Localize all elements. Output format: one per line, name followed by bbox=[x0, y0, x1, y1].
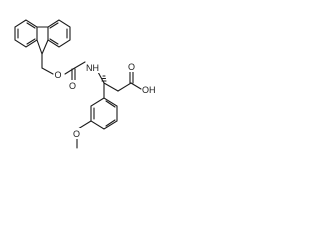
cooh-to-oh-bond bbox=[130, 82, 142, 90]
fluorene-left-ring-double-3 bbox=[26, 38, 36, 45]
fluorenyl-group bbox=[14, 19, 71, 55]
fluorene-left-ring-double-2 bbox=[26, 22, 36, 29]
fluorene-5ring-bond-right bbox=[41, 39, 49, 55]
fluorene-right-ring-double-2 bbox=[49, 22, 59, 29]
carbonyl-c-to-n-bond bbox=[72, 61, 86, 70]
ring-to-methoxy-o-bond bbox=[77, 120, 92, 130]
acid-carbonyl-oxygen-label: O bbox=[128, 62, 135, 72]
phenyl-ring bbox=[90, 97, 118, 130]
phenyl-ring-double-2 bbox=[105, 100, 116, 108]
stereo-hash-bond bbox=[101, 75, 107, 82]
carbonyl-oxygen-label: O bbox=[69, 81, 76, 91]
atom-labels: O O NH O OH O bbox=[54, 61, 158, 139]
fmoc-linker bbox=[41, 53, 86, 81]
ch2-to-o-bond bbox=[41, 67, 54, 75]
fluorene-5ring-bond-left bbox=[36, 39, 43, 55]
amino-acid-backbone bbox=[97, 71, 142, 99]
methoxy-oxygen-label: O bbox=[73, 129, 80, 139]
chiral-c-to-ch2-bond bbox=[103, 82, 119, 92]
chemical-structure: O O NH O OH O bbox=[14, 19, 158, 149]
amine-nh-label: NH bbox=[86, 63, 99, 73]
ester-oxygen-label: O bbox=[55, 70, 62, 80]
methoxyphenyl-group bbox=[76, 97, 118, 149]
acid-hydroxyl-label: OH bbox=[142, 85, 156, 95]
ch2-to-cooh-bond bbox=[117, 82, 132, 92]
phenyl-ring-double-3 bbox=[105, 119, 116, 127]
fluorene-right-ring-double-3 bbox=[49, 38, 59, 45]
